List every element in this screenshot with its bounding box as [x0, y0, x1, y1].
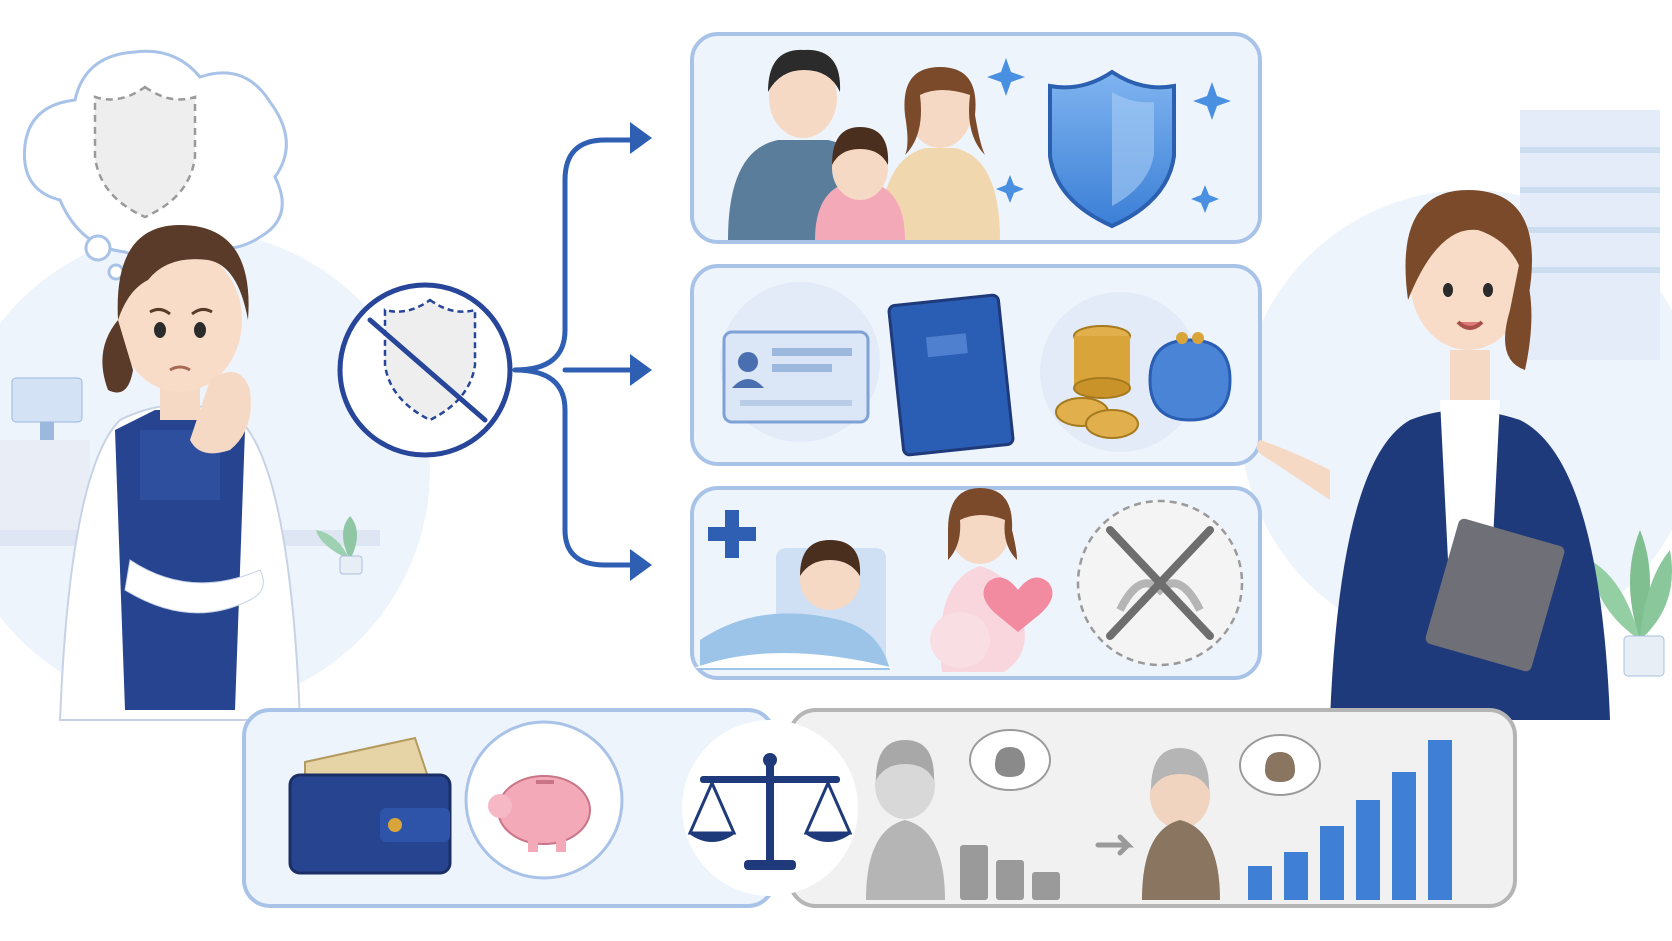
- id-card-icon: [722, 330, 870, 424]
- no-insurance-icon: [337, 282, 513, 458]
- arrow-head-middle: [630, 354, 652, 386]
- sparkle-icons: [987, 58, 1231, 213]
- heart-icon: [983, 577, 1053, 632]
- no-support-icon: [1076, 499, 1244, 667]
- coins-icon: [1055, 325, 1139, 439]
- elderly-woman-icon: [866, 740, 1220, 900]
- advisor: [1256, 190, 1610, 720]
- medical-cross-icon: [708, 510, 756, 558]
- worry-purse-bubbles: [969, 729, 1321, 796]
- piggy-bank-icon: [464, 720, 624, 880]
- branch-arrows: [512, 137, 638, 568]
- plant-right-icon: [1590, 530, 1672, 677]
- family-icon: [728, 49, 1000, 240]
- purse-icon: [1148, 332, 1232, 422]
- empty-shield-icon: [93, 85, 197, 219]
- growth-chart-icon: [1248, 740, 1452, 900]
- worried-worker: [58, 225, 302, 721]
- plant-left-icon: [316, 516, 363, 575]
- declining-coins-icon: [960, 845, 1060, 900]
- arrow-head-top: [630, 122, 652, 154]
- wallet-icon: [288, 736, 452, 875]
- transition-arrow-icon: [1095, 834, 1135, 856]
- pension-book-icon: [887, 293, 1015, 457]
- protection-shield-icon: [1048, 69, 1176, 229]
- office-window: [1520, 110, 1660, 360]
- arrow-head-bottom: [630, 549, 652, 581]
- sick-child-icon: [694, 540, 894, 670]
- balance-scale-icon: [682, 720, 858, 896]
